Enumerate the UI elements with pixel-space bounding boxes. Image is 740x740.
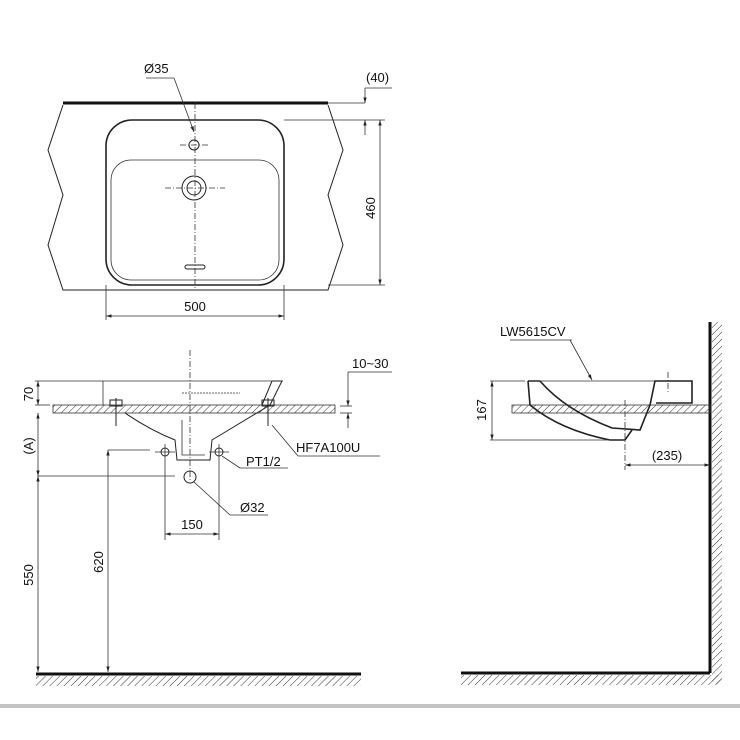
top-view: Ø35 (40) 460 500	[47, 61, 392, 320]
label-drain: Ø32	[240, 500, 265, 515]
dim-rim-height: 70	[21, 387, 36, 401]
floor-hatch	[36, 676, 361, 686]
front-view: 70 10~30 HF7A100U PT1/2 Ø32	[21, 350, 392, 686]
side-floor-hatch	[461, 675, 721, 685]
dim-faucet-hole: Ø35	[144, 61, 169, 76]
dim-side-height: 167	[474, 399, 489, 421]
dim-supply-spacing: 150	[181, 517, 203, 532]
mounting-bracket-right	[261, 398, 275, 426]
side-countertop	[511, 404, 711, 414]
mounting-bracket-left	[109, 398, 123, 426]
dim-a: (A)	[21, 437, 36, 454]
dim-floor-to-top: 550	[21, 564, 36, 586]
dim-counter-thickness: 10~30	[352, 356, 389, 371]
drain-pipe	[183, 470, 197, 484]
bottom-border	[0, 704, 740, 708]
overflow-slot	[184, 264, 206, 270]
dim-floor-to-supply: 620	[91, 551, 106, 573]
wall-hatch	[712, 322, 722, 684]
model-label: LW5615CV	[500, 324, 566, 339]
dim-depth: 460	[363, 197, 378, 219]
countertop-section	[52, 404, 336, 414]
dim-wall-offset: (235)	[652, 448, 682, 463]
countertop-outline	[47, 104, 344, 291]
side-basin-profile	[528, 380, 693, 431]
label-bracket: HF7A100U	[296, 440, 360, 455]
side-view: LW5615CV 167 (235)	[461, 322, 722, 685]
dim-offset: (40)	[366, 70, 389, 85]
supply-pipes	[108, 444, 229, 540]
basin-section-profile	[124, 380, 283, 461]
dim-width: 500	[184, 299, 206, 314]
label-supply: PT1/2	[246, 454, 281, 469]
